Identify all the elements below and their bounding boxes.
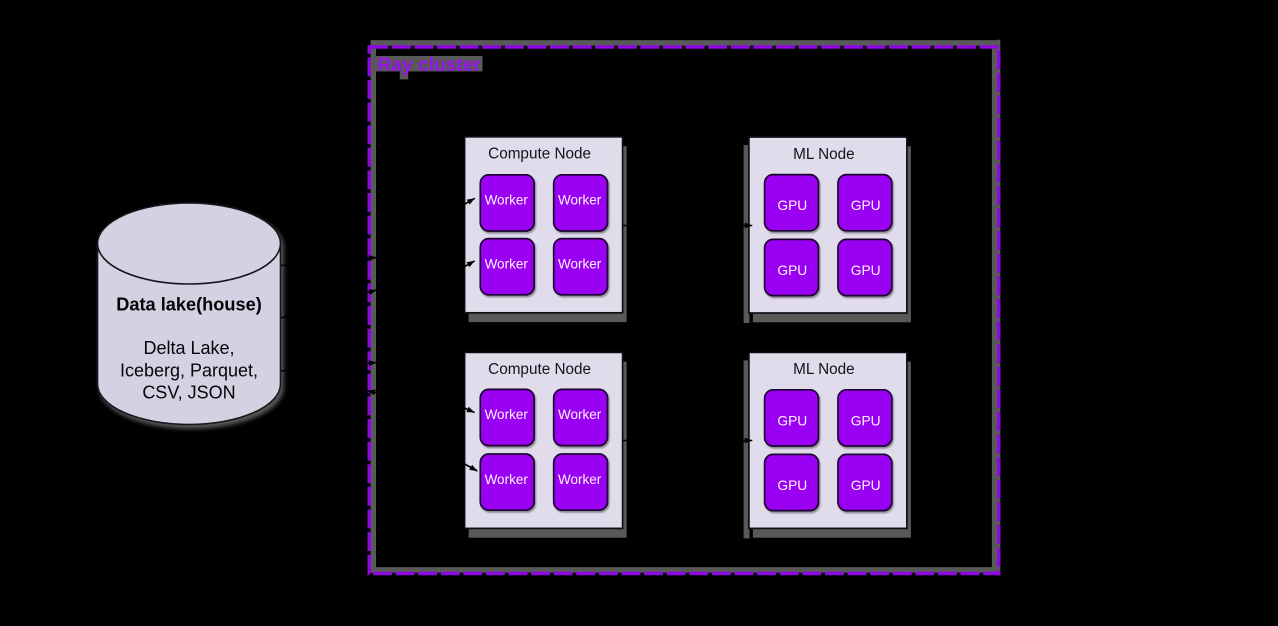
svg-text:CSV, JSON: CSV, JSON — [142, 383, 235, 403]
svg-text:Data lake(house): Data lake(house) — [116, 295, 262, 315]
svg-text:ML Node: ML Node — [793, 146, 855, 163]
svg-text:GPU: GPU — [851, 478, 881, 493]
svg-text:Worker: Worker — [485, 472, 529, 487]
svg-text:GPU: GPU — [777, 263, 807, 278]
svg-text:Worker: Worker — [558, 256, 602, 271]
svg-text:Worker: Worker — [485, 407, 529, 422]
svg-text:Worker: Worker — [558, 193, 602, 208]
svg-text:ML Node: ML Node — [793, 361, 855, 378]
svg-text:Worker: Worker — [485, 193, 529, 208]
svg-text:GPU: GPU — [851, 198, 881, 213]
svg-text:GPU: GPU — [851, 263, 881, 278]
svg-text:Compute Node: Compute Node — [488, 361, 591, 378]
svg-text:Worker: Worker — [558, 472, 602, 487]
svg-text:Worker: Worker — [485, 256, 529, 271]
svg-text:GPU: GPU — [777, 413, 807, 428]
svg-text:Iceberg, Parquet,: Iceberg, Parquet, — [120, 360, 258, 380]
svg-text:GPU: GPU — [777, 198, 807, 213]
svg-text:Delta Lake,: Delta Lake, — [143, 338, 234, 358]
svg-text:Worker: Worker — [558, 407, 602, 422]
svg-text:GPU: GPU — [851, 413, 881, 428]
svg-text:Compute Node: Compute Node — [488, 146, 591, 163]
svg-text:Ray cluster: Ray cluster — [378, 55, 482, 76]
svg-text:GPU: GPU — [777, 478, 807, 493]
